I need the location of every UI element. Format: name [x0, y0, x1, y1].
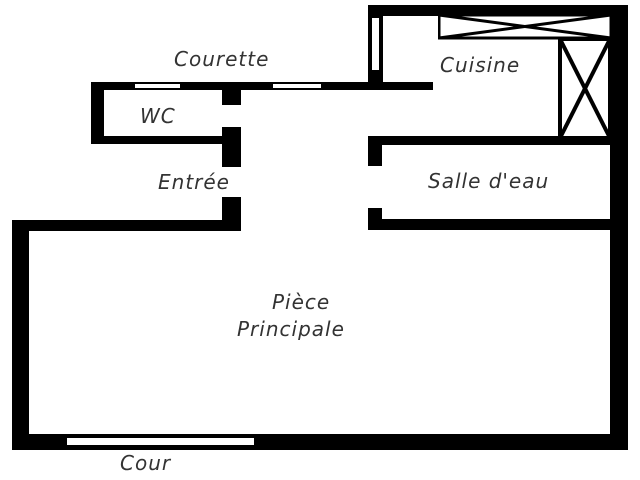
wall-main-top-left — [12, 220, 241, 231]
wall-wc-bottom — [91, 136, 241, 144]
wall-wc-door-top — [222, 82, 241, 105]
window-cour — [67, 438, 254, 445]
label-wc: WC — [140, 104, 176, 128]
wall-entree-upper — [222, 127, 241, 167]
wall-entree-lower — [222, 197, 241, 231]
wall-wc-left — [91, 82, 104, 144]
kitchen-counter-side — [558, 38, 612, 140]
label-piece: Pièce — [272, 290, 331, 314]
label-cuisine: Cuisine — [440, 53, 521, 77]
wall-main-top-right — [368, 219, 628, 230]
label-principale: Principale — [237, 317, 345, 341]
wall-salle-door-top — [368, 136, 382, 166]
wall-kitchen-top — [368, 5, 628, 16]
label-salle-eau: Salle d'eau — [428, 169, 550, 193]
wall-main-left — [12, 220, 29, 450]
label-entree: Entrée — [158, 170, 230, 194]
wall-salle-top — [368, 136, 628, 145]
window-kitchen — [372, 18, 379, 70]
wall-right — [610, 5, 628, 450]
label-courette: Courette — [174, 47, 270, 71]
kitchen-counter-top — [438, 14, 612, 40]
window-wc — [135, 84, 180, 88]
label-cour: Cour — [120, 451, 172, 475]
window-corridor — [273, 84, 321, 88]
wall-salle-door-bottom — [368, 208, 382, 230]
wall-courette — [91, 82, 433, 90]
